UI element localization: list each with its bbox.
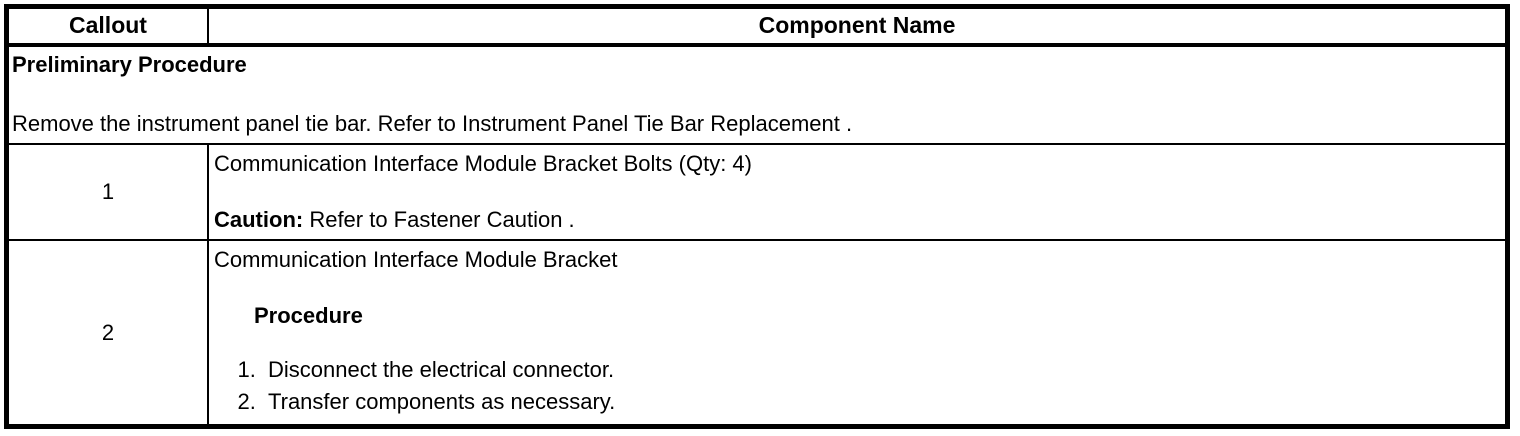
procedure-step-1: Disconnect the electrical connector. xyxy=(262,357,1497,383)
procedure-steps-list: Disconnect the electrical connector. Tra… xyxy=(214,357,1497,415)
callout-number-2: 2 xyxy=(9,241,209,424)
callout-component-table: Callout Component Name Preliminary Proce… xyxy=(4,4,1510,429)
preliminary-procedure-instruction: Remove the instrument panel tie bar. Ref… xyxy=(12,111,853,136)
table-row-callout-1: 1 Communication Interface Module Bracket… xyxy=(9,145,1505,241)
preliminary-procedure-cell: Preliminary Procedure Remove the instrum… xyxy=(9,47,1505,145)
component-name-text: Communication Interface Module Bracket B… xyxy=(214,151,752,176)
component-cell-2: Communication Interface Module Bracket P… xyxy=(209,241,1505,424)
procedure-step-2: Transfer components as necessary. xyxy=(262,389,1497,415)
caution-label: Caution: xyxy=(214,207,304,232)
preliminary-procedure-row: Preliminary Procedure Remove the instrum… xyxy=(9,47,1505,145)
column-header-component-name: Component Name xyxy=(209,9,1505,47)
component-name-text: Communication Interface Module Bracket xyxy=(214,247,618,272)
procedure-title: Procedure xyxy=(254,303,363,328)
column-header-callout: Callout xyxy=(9,9,209,47)
caution-note: Caution: Refer to Fastener Caution . xyxy=(214,207,1497,233)
table-row-callout-2: 2 Communication Interface Module Bracket… xyxy=(9,241,1505,424)
component-cell-1: Communication Interface Module Bracket B… xyxy=(209,145,1505,241)
caution-text: Refer to Fastener Caution . xyxy=(303,207,575,232)
preliminary-procedure-title: Preliminary Procedure xyxy=(12,52,247,77)
table-header-row: Callout Component Name xyxy=(9,9,1505,47)
callout-number-1: 1 xyxy=(9,145,209,241)
